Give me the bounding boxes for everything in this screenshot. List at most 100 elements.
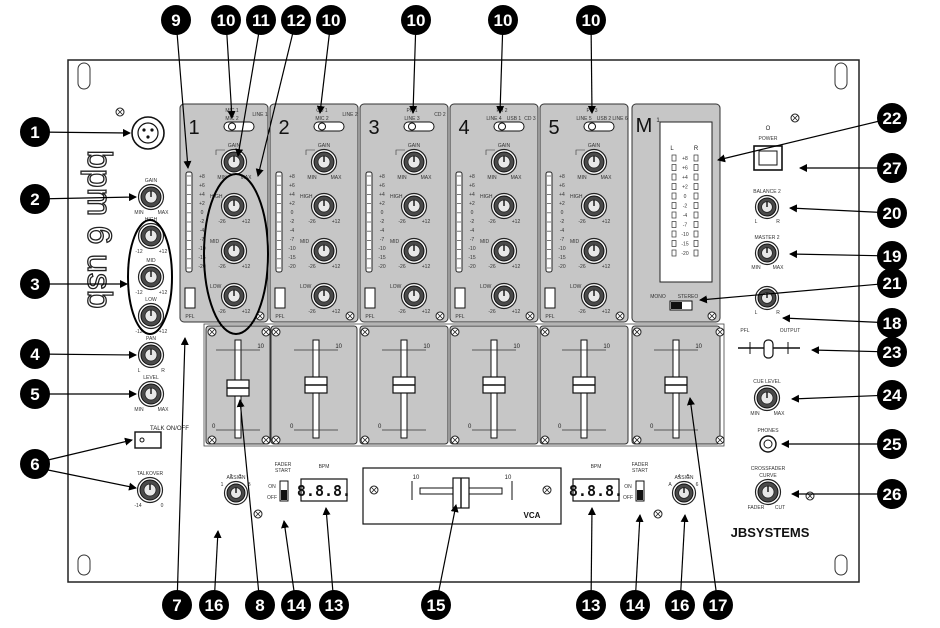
fader-screw [360, 435, 370, 445]
fader-start-switch-left[interactable] [279, 480, 289, 502]
mic-mid-knob[interactable] [137, 263, 165, 291]
phones-jack[interactable] [759, 435, 777, 453]
master2-knob-max: MAX [773, 265, 785, 271]
talkover-knob-min: -14 [134, 503, 141, 509]
input-selector-switch[interactable] [223, 121, 255, 132]
input-selector-switch[interactable] [403, 121, 435, 132]
gain-knob[interactable] [580, 148, 608, 176]
fader-screw [271, 327, 281, 337]
assign-knob-left[interactable] [223, 480, 249, 506]
vu-scale-mark: -2 [683, 204, 688, 210]
callout-leader [225, 19, 236, 119]
power-switch[interactable] [753, 145, 783, 171]
gain-knob[interactable] [310, 148, 338, 176]
balance2-knob-max: R [776, 219, 780, 225]
input-selector-switch[interactable] [493, 121, 525, 132]
fader-screw [632, 327, 642, 337]
callout-number: 6 [30, 455, 39, 474]
pfl-button[interactable] [364, 287, 376, 309]
crossfader-vca[interactable] [362, 467, 562, 525]
vu-scale-mark: +2 [469, 201, 475, 207]
vu-scale-mark: -20 [468, 264, 475, 270]
callout-leader [236, 399, 261, 606]
channel-fader-2-scale-top: 10 [335, 344, 342, 350]
callout-leader [409, 19, 418, 114]
cue-level-knob-max: MAX [774, 411, 786, 417]
callout-leader [316, 19, 332, 114]
mono-stereo-switch[interactable] [669, 300, 693, 311]
eq-mid-knob[interactable] [580, 237, 608, 265]
eq-low-knob[interactable] [580, 282, 608, 310]
eq-low-knob[interactable] [310, 282, 338, 310]
pfl-button[interactable] [274, 287, 286, 309]
channel-fader-2[interactable] [294, 339, 338, 439]
callout-badge: 22 [877, 103, 907, 133]
gain-knob[interactable] [400, 148, 428, 176]
callout-leader [235, 19, 262, 157]
mic-high-knob-max: +12 [159, 249, 168, 255]
eq-high-knob[interactable] [580, 192, 608, 220]
eq-high-knob[interactable] [220, 192, 248, 220]
eq-label: LOW [210, 284, 222, 290]
eq-high-knob[interactable] [400, 192, 428, 220]
balance1-knob[interactable] [754, 285, 780, 311]
eq-high-knob[interactable] [490, 192, 518, 220]
channel-fader-1[interactable] [216, 339, 260, 439]
gain-knob[interactable] [220, 148, 248, 176]
mic-xlr-input[interactable] [131, 116, 165, 150]
eq-mid-knob[interactable] [310, 237, 338, 265]
mic-level-knob-max: MAX [158, 407, 170, 413]
mic-pan-knob[interactable] [137, 341, 165, 369]
eq-high-knob[interactable] [310, 192, 338, 220]
cue-mix-slider[interactable] [738, 339, 800, 359]
callout-badge: 10 [211, 5, 241, 35]
channel-fader-4[interactable] [472, 339, 516, 439]
channel-fader-3[interactable] [382, 339, 426, 439]
pfl-button[interactable] [454, 287, 466, 309]
callout-badge: 20 [877, 198, 907, 228]
mic-low-knob[interactable] [137, 302, 165, 330]
eq-low-knob[interactable] [400, 282, 428, 310]
input-selector-switch[interactable] [313, 121, 345, 132]
eq-mid-knob-max: +12 [242, 264, 251, 270]
fader-start-switch-right[interactable] [635, 480, 645, 502]
eq-low-knob[interactable] [490, 282, 518, 310]
channel-screw [345, 311, 355, 321]
eq-label: HIGH [570, 194, 583, 200]
crossfader-curve-knob[interactable] [754, 478, 782, 506]
balance2-knob[interactable] [754, 194, 780, 220]
master2-knob[interactable] [754, 240, 780, 266]
input-selector-switch[interactable] [583, 121, 615, 132]
channel-fader-4-scale-bottom: 0 [468, 424, 472, 430]
mic-high-knob[interactable] [137, 222, 165, 250]
mic-gain-knob[interactable] [137, 183, 165, 211]
vu-scale-mark: -15 [378, 255, 385, 261]
callout-number: 14 [626, 596, 645, 615]
channel-fader-5[interactable] [562, 339, 606, 439]
assign-knob-right[interactable] [671, 480, 697, 506]
eq-label: LOW [480, 284, 492, 290]
callout-leader [789, 250, 893, 259]
eq-mid-knob[interactable] [490, 237, 518, 265]
channel-screw [615, 311, 625, 321]
eq-mid-knob-min: -26 [398, 264, 405, 270]
talk-onoff-button[interactable] [134, 431, 162, 449]
pfl-button[interactable] [184, 287, 196, 309]
gain-knob[interactable] [490, 148, 518, 176]
talkover-knob[interactable] [136, 476, 164, 504]
mic-high-knob-min: -12 [135, 249, 142, 255]
eq-mid-knob[interactable] [400, 237, 428, 265]
vu-scale-mark: -7 [380, 237, 385, 243]
vu-scale-mark: -15 [288, 255, 295, 261]
eq-low-knob-min: -26 [308, 309, 315, 315]
cue-mix-right-label: OUTPUT [780, 328, 801, 334]
mic-gain-knob-label: GAIN [145, 178, 158, 184]
eq-low-knob-min: -26 [218, 309, 225, 315]
master-fader[interactable] [654, 339, 698, 439]
cue-level-knob[interactable] [753, 384, 781, 412]
pfl-button[interactable] [544, 287, 556, 309]
eq-low-knob[interactable] [220, 282, 248, 310]
talk-onoff-label: TALK ON/OFF [150, 426, 189, 432]
eq-mid-knob[interactable] [220, 237, 248, 265]
mic-level-knob[interactable] [137, 380, 165, 408]
